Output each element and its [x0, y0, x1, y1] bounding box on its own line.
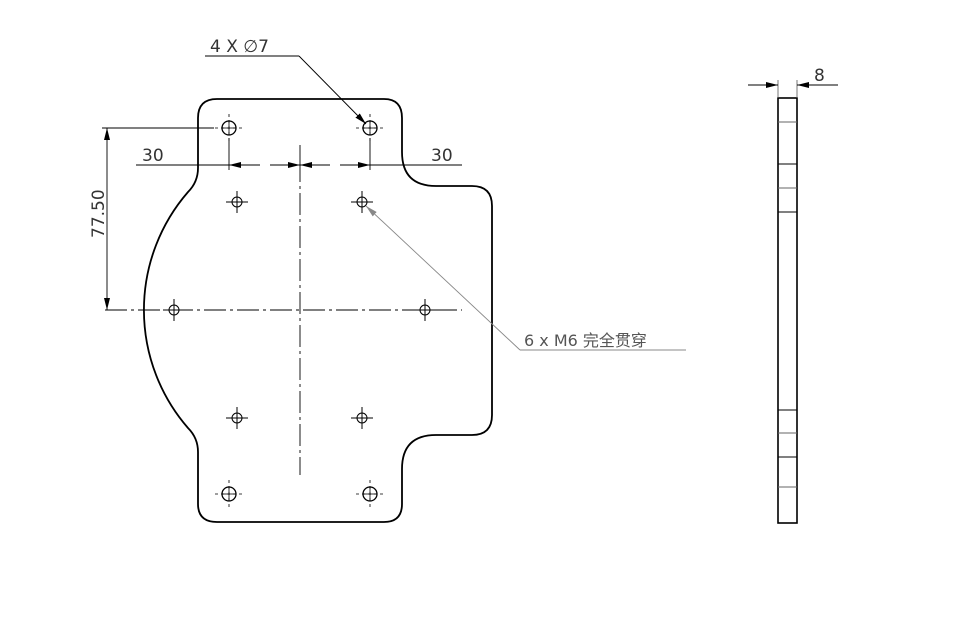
centerlines: [105, 160, 462, 475]
side-view: [748, 80, 838, 524]
plate-outline: [143, 98, 493, 523]
hole-callout-text: 4 X ∅7: [210, 37, 269, 57]
vertical-dimension: [102, 127, 214, 310]
dim-vertical-77-50: 77.50: [89, 189, 109, 238]
dim-right-30: 30: [431, 146, 453, 166]
thread-callout-text: 6 x M6 完全贯穿: [524, 331, 647, 350]
dim-left-30: 30: [142, 146, 164, 166]
threaded-holes-m6: [163, 191, 436, 429]
thread-callout-leader: [365, 205, 686, 351]
thickness-dim: 8: [814, 66, 825, 86]
horizontal-dimensions: [136, 138, 462, 170]
hole-callout-leader: [205, 55, 367, 125]
through-holes-d7: [215, 114, 384, 508]
